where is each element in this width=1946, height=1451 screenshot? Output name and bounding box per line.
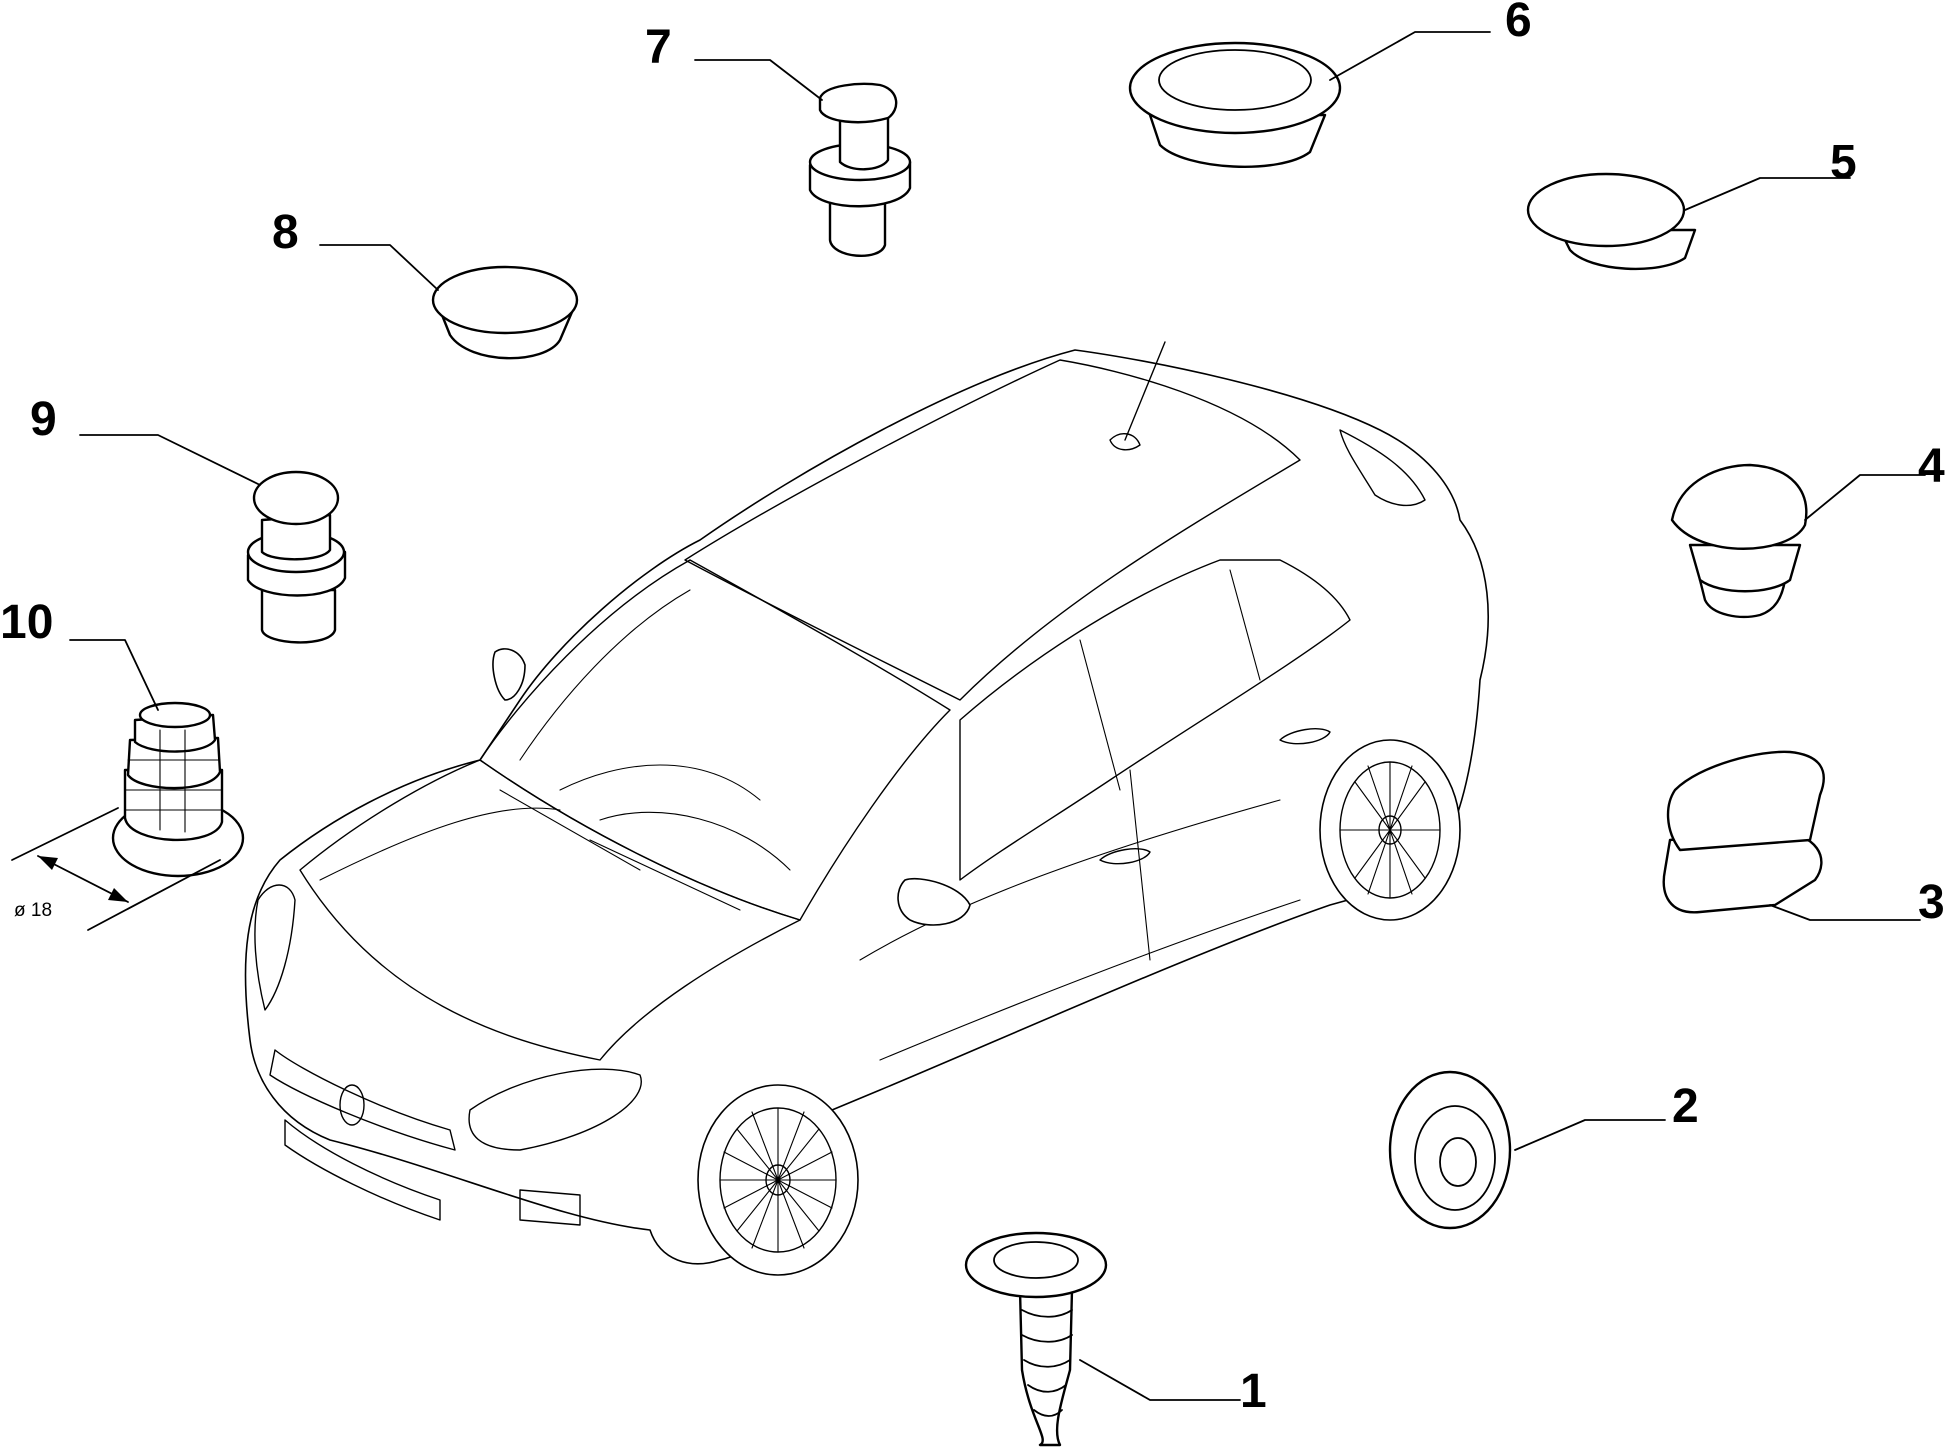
callout-6: 6 [1505,0,1532,47]
plug-part [111,701,245,878]
dimension-label: ø 18 [14,900,52,921]
plug-part [1128,41,1342,168]
callout-8: 8 [272,206,299,259]
callout-4: 4 [1918,440,1945,493]
plug-part [1670,463,1808,619]
plug-part [246,470,347,644]
plug-part [964,1231,1108,1447]
plug-part [808,82,912,257]
callout-2: 2 [1672,1080,1699,1133]
callout-5: 5 [1830,136,1857,189]
callout-9: 9 [30,393,57,446]
callout-1: 1 [1240,1365,1267,1418]
plug-part [431,265,579,360]
plug-part [1388,1070,1512,1230]
callout-10: 10 [0,596,53,649]
car-illustration [244,341,1489,1276]
callout-3: 3 [1918,876,1945,929]
plug-part [1526,172,1697,271]
callout-7: 7 [645,21,672,74]
plug-part [1662,750,1825,914]
